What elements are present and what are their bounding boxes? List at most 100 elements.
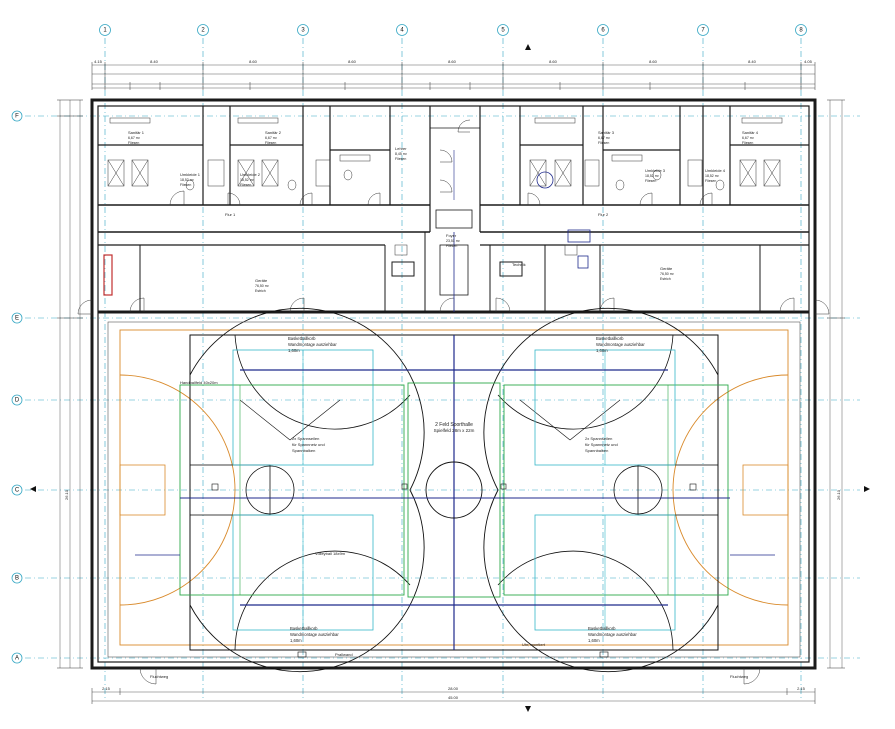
room-area: 23,51 m² (446, 239, 461, 243)
handball-label: Handballfeld 40x20m (180, 380, 218, 385)
room-area: 18,52 m² (180, 178, 195, 182)
exit-right-label: Fluchtweg (730, 674, 748, 679)
room-floor: Fliesen (395, 157, 406, 161)
annotation-text: 1,60m (290, 638, 302, 643)
annotation-basket-bottom-left: Basketballkorb Wandmontage ausziehbar 1,… (290, 626, 339, 643)
annotation-text: Spannbalken (585, 448, 608, 453)
axis-label-7: 7 (701, 28, 705, 34)
room-changing-4: Umkleide 4 18,52 m² Fliesen (705, 168, 726, 183)
hall-size: Spielfeld 28m x 22m (434, 428, 475, 433)
dim-text: 2.15 (797, 686, 806, 691)
room-area: 76,50 m² (255, 284, 270, 288)
dim-text: 28.00 (448, 686, 459, 691)
room-floor: Fliesen (705, 179, 716, 183)
storage-walls (139, 232, 761, 312)
dim-text: 4.15 (94, 59, 103, 64)
room-wc-1: Sanitär 1 6,67 m² Fliesen (128, 130, 145, 145)
axis-label-a: A (15, 656, 19, 662)
annotation-text: Basketballkorb (290, 626, 318, 631)
dimension-texts-top: 4.15 8.40 8.60 8.60 8.60 8.60 8.60 8.40 … (94, 59, 813, 64)
room-area: 6,67 m² (128, 136, 141, 140)
dim-text: 8.60 (348, 59, 357, 64)
axis-label-b: B (15, 576, 19, 582)
dim-text: 8.40 (150, 59, 159, 64)
dim-text: 8.60 (649, 59, 658, 64)
room-floor: Fliesen (265, 141, 276, 145)
room-area: 18,52 m² (645, 174, 660, 178)
annotation-text: Wandmontage ausziehbar (288, 342, 337, 347)
dim-text: 8.60 (448, 59, 457, 64)
axis-label-6: 6 (601, 28, 605, 34)
room-floor: Fliesen (180, 183, 191, 187)
dim-text: 26.10 (64, 489, 69, 500)
corridor-right-label: Flur 2 (598, 212, 609, 217)
annotation-basket-top-right: Basketballkorb Wandmontage ausziehbar 1,… (596, 336, 645, 353)
dimension-ticks (57, 62, 845, 704)
technics-label: Technik (512, 262, 526, 267)
room-name: Sanitär 4 (742, 130, 759, 135)
room-teacher: Lehrer 8,45 m² Fliesen (395, 146, 408, 161)
room-name: Sanitär 2 (265, 130, 282, 135)
room-name: Umkleide 2 (240, 172, 261, 177)
room-area: 18,52 m² (240, 178, 255, 182)
fire-equipment-box (103, 254, 113, 296)
wall-label: Prallwand (335, 652, 353, 657)
room-name: Sanitär 3 (598, 130, 615, 135)
grid-axes (25, 38, 860, 700)
dim-text: 4.05 (804, 59, 813, 64)
room-floor: Fliesen (742, 141, 753, 145)
annotation-basket-top-left: Basketballkorb Wandmontage ausziehbar 1,… (288, 336, 337, 353)
dimension-texts-bottom: 2.15 28.00 2.15 45.00 (102, 686, 806, 700)
annotation-text: Wandmontage ausziehbar (290, 632, 339, 637)
axis-label-f: F (15, 114, 19, 120)
axis-label-4: 4 (400, 28, 404, 34)
annotation-text: Wandmontage ausziehbar (596, 342, 645, 347)
outer-walls (90, 98, 817, 670)
annotation-text: 2x Spannseilen (292, 436, 319, 441)
sanitary-fixtures (107, 117, 783, 256)
dim-text: 8.60 (249, 59, 258, 64)
axis-label-c: C (15, 488, 20, 494)
room-floor: Fliesen (240, 183, 251, 187)
annotation-text: Basketballkorb (288, 336, 316, 341)
annotation-text: Spannbalken (292, 448, 315, 453)
axis-label-2: 2 (201, 28, 205, 34)
dim-text: 2.15 (102, 686, 111, 691)
room-storage-right: Geräte 76,50 m² Estrich (660, 266, 675, 281)
volleyball-label: Volleyball 18x9m (315, 551, 346, 556)
room-area: 6,67 m² (742, 136, 755, 140)
annotation-text: 1,60m (588, 638, 600, 643)
dim-text: 8.40 (748, 59, 757, 64)
room-wc-3: Sanitär 3 6,67 m² Fliesen (598, 130, 615, 145)
room-name: Lehrer (395, 146, 407, 151)
annotation-text: Basketballkorb (596, 336, 624, 341)
room-area: 76,50 m² (660, 272, 675, 276)
room-area: 8,45 m² (395, 152, 408, 156)
room-floor: Fliesen (598, 141, 609, 145)
technics-equipment (536, 171, 591, 269)
hall-label: 2 Feld Sporthalle Spielfeld 28m x 22m (434, 422, 475, 433)
room-area: 6,67 m² (598, 136, 611, 140)
axis-bubbles-top: 1 2 3 4 5 6 7 8 (99, 24, 807, 36)
clock-label: Uhr, montiert (522, 642, 546, 647)
room-labels: Sanitär 1 6,67 m² Fliesen Sanitär 2 6,67… (128, 130, 759, 433)
room-name: Geräte (255, 278, 268, 283)
room-name: Foyer (446, 233, 457, 238)
axis-label-d: D (15, 398, 20, 404)
exit-left-label: Fluchtweg (150, 674, 168, 679)
room-floor: Estrich (660, 277, 671, 281)
corridor-left-label: Flur 1 (225, 212, 236, 217)
room-wc-2: Sanitär 2 6,67 m² Fliesen (265, 130, 282, 145)
foyer (430, 127, 480, 312)
room-floor: Fliesen (128, 141, 139, 145)
axis-label-8: 8 (799, 28, 803, 34)
room-floor: Estrich (255, 289, 266, 293)
room-name: Umkleide 3 (645, 168, 666, 173)
axis-label-e: E (15, 316, 19, 322)
room-name: Umkleide 1 (180, 172, 201, 177)
section-marks (30, 44, 870, 712)
axis-label-3: 3 (301, 28, 305, 34)
annotation-text: 1,60m (596, 348, 608, 353)
dim-text-total: 45.00 (448, 695, 459, 700)
